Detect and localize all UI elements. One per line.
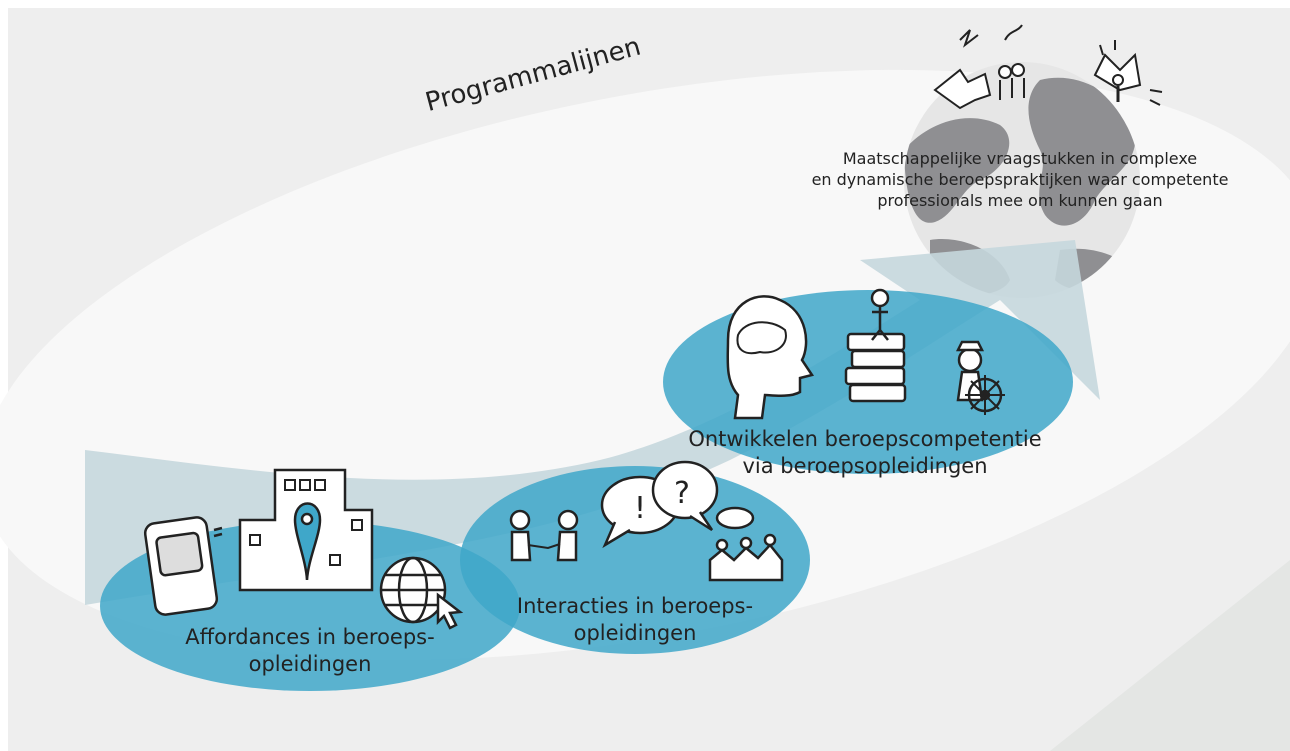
step-label-line: Ontwikkelen beroepscompetentie [688,427,1042,451]
society-caption-line: en dynamische beroepspraktijken waar com… [811,170,1229,189]
step-label-line: opleidingen [248,652,372,676]
svg-text:!: ! [634,491,646,526]
globe-cursor-icon [379,556,464,630]
group-icon [708,506,784,582]
step-label-line: via beroepsopleidingen [742,454,988,478]
step-label-affordances: Affordances in beroeps- opleidingen [140,624,480,678]
step-label-interacties: Interacties in beroeps- opleidingen [490,593,780,647]
background-corner-shade [1050,560,1290,751]
building-location-icon [238,468,374,592]
society-caption-line: professionals mee om kunnen gaan [877,191,1163,210]
handshake-icon [509,509,579,562]
books-person-icon [844,288,907,403]
brain-head-icon [726,295,815,420]
step-label-ontwikkelen: Ontwikkelen beroepscompetentie via beroe… [660,426,1070,480]
svg-text:?: ? [674,476,690,511]
phone-icon [143,516,223,616]
step-label-line: Affordances in beroeps- [185,625,435,649]
step-label-line: opleidingen [573,621,697,645]
captain-wheel-icon [955,340,1005,415]
society-caption: Maatschappelijke vraagstukken in complex… [760,148,1280,211]
society-caption-line: Maatschappelijke vraagstukken in complex… [842,149,1198,168]
speech-bubbles-icon: ! ? [600,460,719,549]
step-label-line: Interacties in beroeps- [516,594,754,618]
